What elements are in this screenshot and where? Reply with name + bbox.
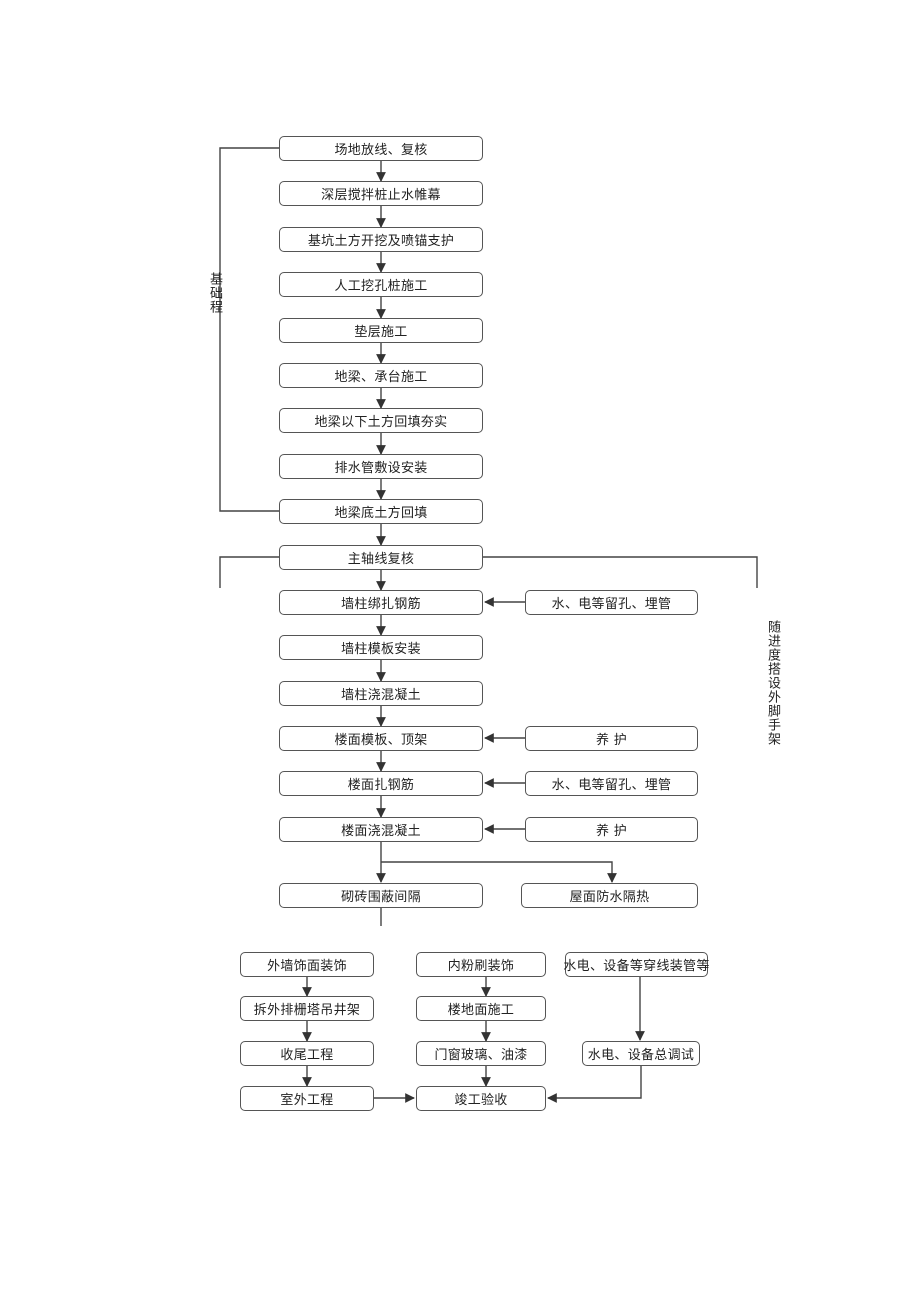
step-interior-plaster: 内粉刷装饰: [416, 952, 546, 977]
step-roof-waterproof: 屋面防水隔热: [521, 883, 698, 908]
step-drain-pipe: 排水管敷设安装: [279, 454, 483, 479]
connector-line-16: [219, 147, 279, 512]
flow-arrow-24: [381, 861, 617, 883]
side-embed-pipes-2: 水、电等留孔、埋管: [525, 771, 698, 796]
step-site-layout: 场地放线、复核: [279, 136, 483, 161]
step-floor-finish: 楼地面施工: [416, 996, 546, 1021]
connector-line-18: [483, 556, 758, 588]
step-backfill-compact: 地梁以下土方回填夯实: [279, 408, 483, 433]
step-ground-beam-cap: 地梁、承台施工: [279, 363, 483, 388]
step-doors-windows-paint: 门窗玻璃、油漆: [416, 1041, 546, 1066]
step-wall-column-rebar: 墙柱绑扎钢筋: [279, 590, 483, 615]
step-exterior-facade: 外墙饰面装饰: [240, 952, 374, 977]
flow-arrow-34: [547, 1066, 642, 1103]
step-mep-commissioning: 水电、设备总调试: [582, 1041, 700, 1066]
side-curing-1: 养 护: [525, 726, 698, 751]
step-excavation-support: 基坑土方开挖及喷锚支护: [279, 227, 483, 252]
step-outdoor-works: 室外工程: [240, 1086, 374, 1111]
connector-line-17: [219, 556, 279, 588]
step-finishing-works: 收尾工程: [240, 1041, 374, 1066]
side-embed-pipes-1: 水、电等留孔、埋管: [525, 590, 698, 615]
step-wall-column-concrete: 墙柱浇混凝土: [279, 681, 483, 706]
step-floor-formwork: 楼面模板、顶架: [279, 726, 483, 751]
step-floor-concrete: 楼面浇混凝土: [279, 817, 483, 842]
scaffold-note-label: 随进度搭设外脚手架: [765, 620, 780, 746]
step-beam-bottom-backfill: 地梁底土方回填: [279, 499, 483, 524]
step-wall-column-formwork: 墙柱模板安装: [279, 635, 483, 660]
step-dismantle-scaffold: 拆外排栅塔吊井架: [240, 996, 374, 1021]
step-cushion: 垫层施工: [279, 318, 483, 343]
step-floor-rebar: 楼面扎钢筋: [279, 771, 483, 796]
step-completion-acceptance: 竣工验收: [416, 1086, 546, 1111]
foundation-phase-label: 基础程: [207, 272, 222, 314]
step-axis-recheck: 主轴线复核: [279, 545, 483, 570]
step-mixing-pile-curtain: 深层搅拌桩止水帷幕: [279, 181, 483, 206]
step-mep-wiring: 水电、设备等穿线装管等: [563, 952, 709, 977]
side-curing-2: 养 护: [525, 817, 698, 842]
step-brick-partition: 砌砖围蔽间隔: [279, 883, 483, 908]
step-dug-pile: 人工挖孔桩施工: [279, 272, 483, 297]
